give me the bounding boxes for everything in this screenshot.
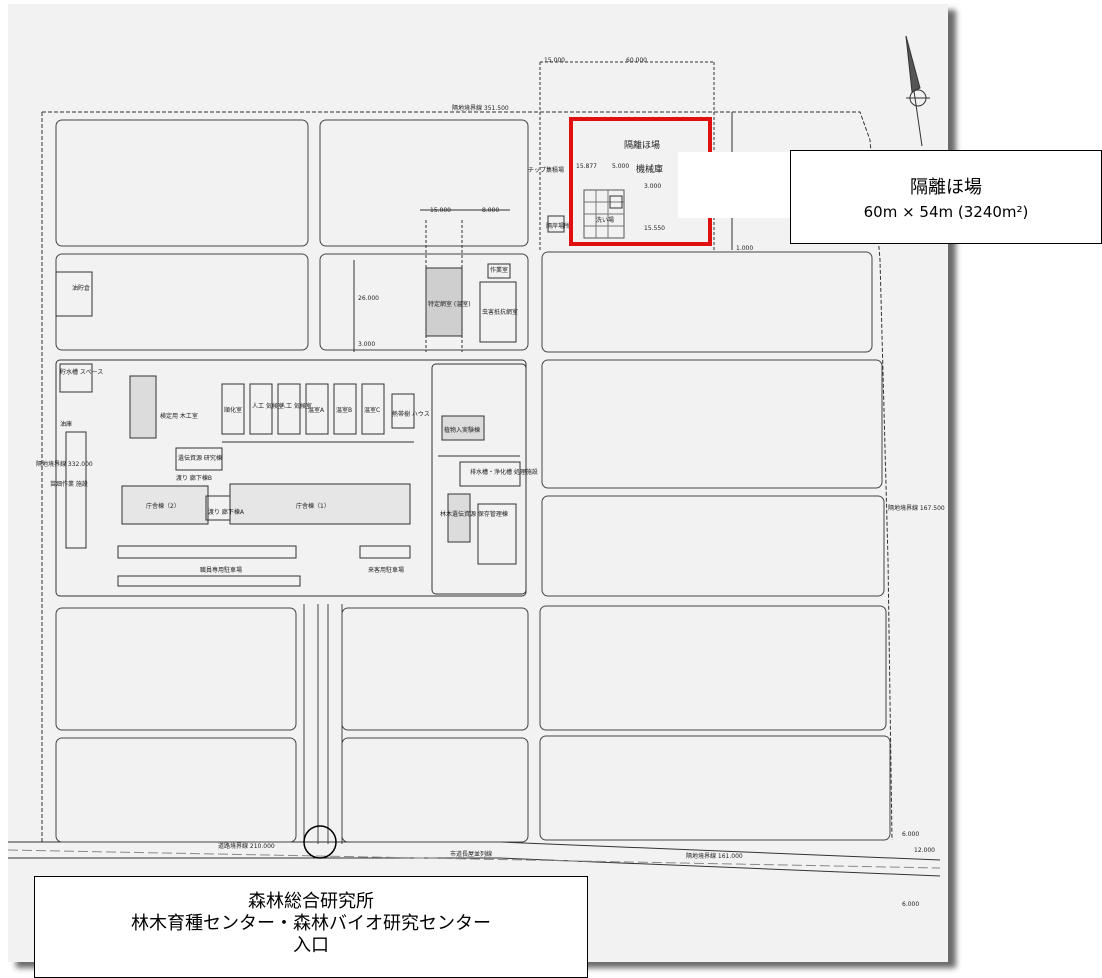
label-boundary-east: 隔地境界線 167.500 (888, 504, 945, 512)
label-dim-se-a: 6.000 (902, 831, 919, 838)
label-greenhouse-c: 温室C (364, 406, 380, 414)
label-staff-parking: 職員専用駐車場 (200, 566, 242, 574)
entrance-line3: 入口 (293, 935, 329, 956)
label-nursery-shed: 苗畑作業 施設 (50, 480, 88, 488)
label-artificial2: 人工 気候室 (280, 402, 312, 410)
label-office2: 庁舎棟（2） (146, 502, 180, 510)
label-dim-mid-a: 15.000 (430, 207, 451, 214)
road (7, 841, 941, 877)
entrance-line2: 林木育種センター・森林バイオ研究センター (131, 913, 491, 934)
label-field-title: 隔離ほ場 (624, 139, 660, 151)
label-dim-inner-a: 15.877 (576, 163, 597, 170)
label-water-treat: 排水槽・浄化槽 処理施設 (470, 468, 538, 476)
label-dim-top-b: 60.000 (626, 57, 647, 64)
label-work-room: 作業室 (490, 266, 508, 274)
entrance-callout: 森林総合研究所 林木育種センター・森林バイオ研究センター 入口 (34, 876, 588, 978)
label-pest-room: 虫害抵抗網室 (482, 308, 518, 316)
label-wash-area: 洗い場 (596, 216, 614, 224)
north-arrow-icon (905, 35, 930, 147)
label-hot-house: 熱帯樹 ハウス (392, 410, 430, 418)
label-bio-lab: 植物入実験棟 (444, 426, 480, 434)
label-road: 市道長屋並列線 (450, 850, 492, 858)
site-boundary (41, 111, 893, 842)
entrance-marker (303, 825, 337, 859)
label-machine-shed: 機械庫 (636, 163, 663, 175)
callout-field-title: 隔離ほ場 (910, 177, 982, 198)
label-acclim: 順化室 (224, 406, 242, 414)
label-dim-top-a: 15.000 (544, 57, 565, 64)
label-dim-inner-b: 5.000 (612, 163, 629, 170)
label-corridor-b: 渡り 廊下棟B (176, 474, 212, 482)
label-boundary-north: 隔地境界線 351.500 (452, 104, 509, 112)
label-boundary-south: 道路境界線 210.000 (218, 842, 275, 850)
entrance-line1: 森林総合研究所 (248, 891, 374, 912)
label-corridor-a: 渡り 廊下棟A (208, 508, 245, 516)
label-oil-storage: 油庫 (60, 420, 72, 428)
callout-field-size: 60m × 54m (3240m²) (863, 203, 1029, 221)
label-artificial1: 人工 気候室 (252, 402, 284, 410)
label-boundary-west: 隔地境界線 332.000 (36, 460, 93, 468)
label-storage: 油貯倉 (72, 284, 90, 292)
campus-block (55, 359, 527, 597)
label-visitor-parking: 来客用駐車場 (368, 566, 404, 574)
label-greenhouse: 特定網室 (温室) (428, 300, 471, 308)
label-greenhouse-a: 温室A (308, 406, 325, 414)
isolation-field-callout: 隔離ほ場 60m × 54m (3240m²) (790, 150, 1102, 244)
label-gene-bank: 林木遺伝資源 保存管理棟 (440, 510, 508, 518)
field-plots (55, 119, 891, 844)
label-cleaning-room: 隔岸場所 (546, 222, 570, 230)
label-water-tank: 貯水槽 スペース (60, 368, 103, 376)
callout-background (678, 152, 800, 218)
label-dim-mid-b: 8.000 (482, 207, 499, 214)
label-office1: 庁舎棟（1） (296, 502, 330, 510)
label-dim-inner-c: 15.550 (644, 225, 665, 232)
label-boundary-south2: 隔地境界線 161.000 (686, 852, 743, 860)
label-dim-side: 26.000 (358, 295, 379, 302)
label-timber-room: 検定用 木工室 (160, 412, 198, 420)
label-greenhouse-b: 温室B (336, 406, 352, 414)
label-dim-se-c: 6.000 (902, 901, 919, 908)
greenhouse-area (55, 209, 517, 352)
label-dim-inner-d: 3.000 (644, 183, 661, 190)
label-chip-area: チップ集積場 (528, 166, 564, 174)
label-dim-small: 3.000 (358, 341, 375, 348)
label-genetic-lab: 遺伝資源 研究棟 (178, 454, 222, 462)
label-dim-se-b: 12.000 (914, 847, 935, 854)
label-dim-east: 1.000 (736, 245, 753, 252)
